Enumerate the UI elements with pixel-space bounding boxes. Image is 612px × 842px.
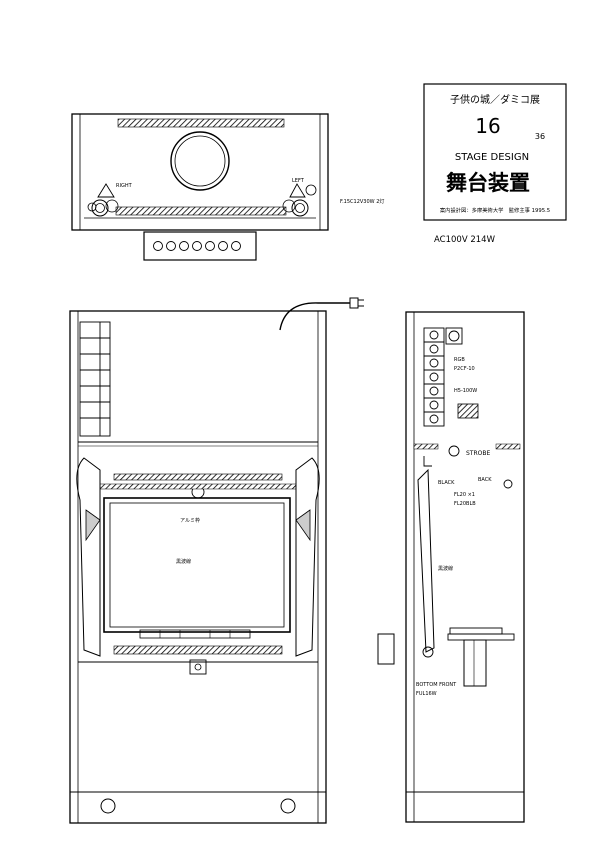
- bottom-rail-hatched: [115, 206, 287, 216]
- subtitle-en: STAGE DESIGN: [455, 152, 529, 163]
- control-knob-icon: [231, 241, 241, 251]
- black-label: BLACK: [438, 480, 455, 486]
- back-lamp-icon: [503, 479, 513, 489]
- stage-screen: [103, 497, 291, 633]
- curtain-right: [295, 457, 320, 657]
- control-knob-icon: [218, 241, 228, 251]
- control-knob-icon: [153, 241, 163, 251]
- lamp-label: H5-100W: [454, 388, 477, 394]
- curtain-label: 黒波線: [438, 565, 453, 572]
- drawing-number: 16: [475, 114, 500, 138]
- title-block: 子供の城／ダミコ展 16 36 STAGE DESIGN 舞台装置 案内設計図：…: [423, 83, 567, 221]
- exhibition-title: 子供の城／ダミコ展: [450, 93, 540, 106]
- rgb-lamp-stack: [423, 327, 445, 427]
- subtitle-jp: 舞台装置: [446, 171, 530, 195]
- side-view: [377, 311, 525, 823]
- rgb-label: RGB: [454, 357, 465, 363]
- strobe-icon: [448, 445, 460, 457]
- screen-label-mid: 黒波線: [176, 558, 191, 565]
- power-note: AC100V 214W: [434, 235, 496, 245]
- rgb-model: P2CF-10: [454, 366, 475, 372]
- label-left: LEFT: [292, 178, 305, 184]
- credit-line: 案内設計図：多摩美術大学 監修主事 1995.5: [440, 206, 550, 214]
- lamp-stack: [79, 321, 111, 437]
- bottom-front-label-1: BOTTOM FRONT: [416, 682, 457, 688]
- control-knob-icon: [205, 241, 215, 251]
- top-view: [71, 113, 329, 261]
- control-knob-icon: [192, 241, 202, 251]
- bottom-front-label-2: FUL16W: [416, 691, 437, 697]
- top-rail-hatched: [117, 118, 285, 128]
- fl-label-2: FL20BLB: [454, 501, 476, 507]
- control-knob-icon: [179, 241, 189, 251]
- curtain-arm: [417, 468, 435, 653]
- lamp-box-hatched: [457, 403, 479, 419]
- back-label: BACK: [478, 477, 492, 483]
- curtain-left: [76, 457, 101, 657]
- front-view: [69, 297, 364, 824]
- strobe-label: STROBE: [466, 450, 490, 457]
- screen-label-top: アルミ枠: [180, 517, 200, 524]
- drawing-sub-number: 36: [535, 132, 545, 141]
- label-right: RIGHT: [116, 183, 133, 189]
- power-cord: [279, 302, 350, 331]
- top-stage-disc: [170, 131, 230, 191]
- lamp-left-icon: [282, 183, 317, 217]
- control-knob-icon: [166, 241, 176, 251]
- lamp-note: F.15C12V30W 2灯: [340, 198, 384, 205]
- control-box: [143, 231, 257, 261]
- lamp-right-icon: [87, 183, 119, 217]
- fl-label-1: FL20 ×1: [454, 492, 475, 498]
